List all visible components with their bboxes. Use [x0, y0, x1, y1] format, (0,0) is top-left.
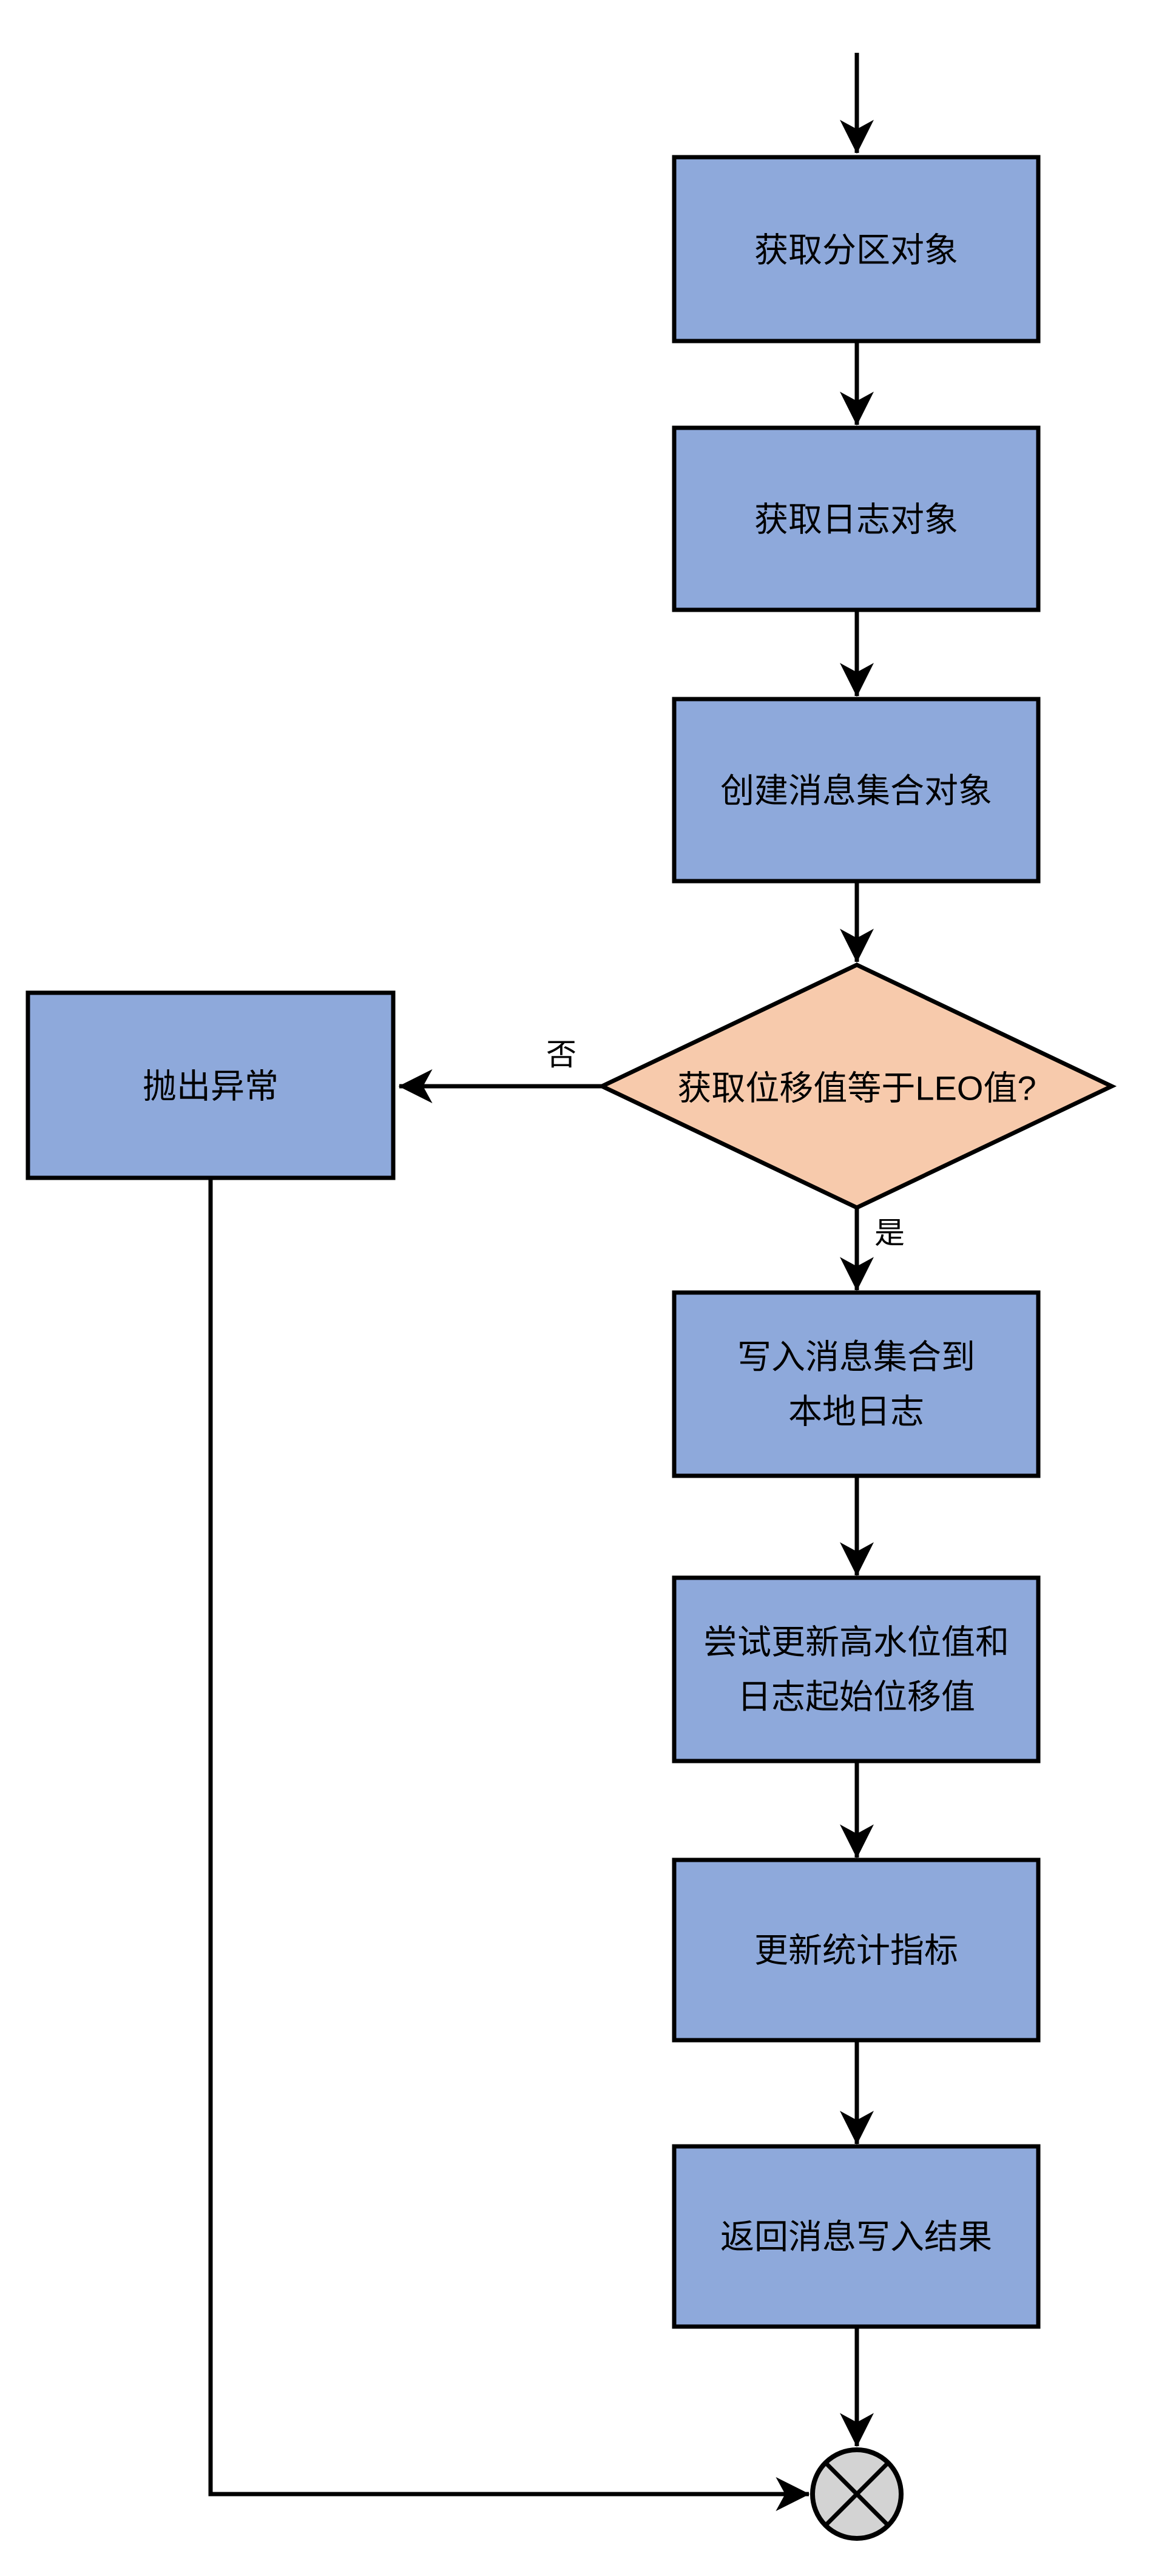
node-label: 创建消息集合对象 [720, 772, 992, 810]
node-end-terminator [810, 2447, 904, 2541]
node-label-line2: 日志起始位移值 [737, 1678, 975, 1716]
node-label: 抛出异常 [143, 1067, 279, 1106]
node-return-result: 返回消息写入结果 [672, 2144, 1041, 2329]
process-box [672, 2144, 1041, 2329]
node-decision-leo: 获取位移值等于LEO值? [597, 962, 1117, 1210]
node-label-line2: 本地日志 [788, 1393, 924, 1431]
process-box [25, 990, 396, 1180]
node-throw-exception: 抛出异常 [25, 990, 396, 1180]
node-get-log: 获取日志对象 [672, 425, 1041, 612]
process-box [672, 1575, 1041, 1763]
node-update-stats: 更新统计指标 [672, 1858, 1041, 2043]
edge-label-yes: 是 [874, 1216, 905, 1250]
process-box [672, 155, 1041, 343]
node-get-partition: 获取分区对象 [672, 155, 1041, 343]
node-label: 获取日志对象 [754, 501, 958, 539]
node-label: 更新统计指标 [754, 1932, 958, 1970]
node-label: 返回消息写入结果 [720, 2218, 992, 2256]
node-write-local-log: 写入消息集合到 本地日志 [672, 1290, 1041, 1478]
process-box [672, 1290, 1041, 1478]
node-label-line1: 写入消息集合到 [737, 1338, 975, 1376]
edge-label-no: 否 [546, 1038, 576, 1072]
connectors [208, 53, 874, 2511]
edge-throw-to-end [208, 1178, 810, 2511]
node-label-line1: 尝试更新高水位值和 [703, 1623, 1009, 1662]
process-box [672, 697, 1041, 884]
process-box [672, 425, 1041, 612]
node-create-message-set: 创建消息集合对象 [672, 697, 1041, 884]
node-label: 获取位移值等于LEO值? [677, 1069, 1036, 1107]
decision-diamond [597, 962, 1117, 1210]
node-update-watermark: 尝试更新高水位值和 日志起始位移值 [672, 1575, 1041, 1763]
node-label: 获取分区对象 [754, 231, 958, 269]
process-box [672, 1858, 1041, 2043]
terminator-x-icon [823, 2461, 890, 2527]
